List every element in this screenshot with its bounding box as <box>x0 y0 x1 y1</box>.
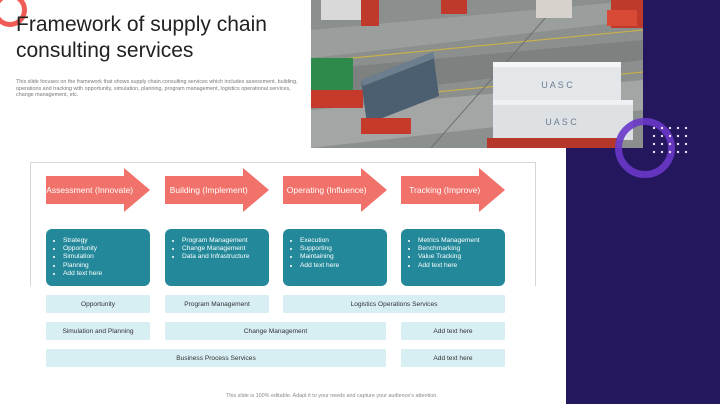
list-item: Add text here <box>418 262 499 270</box>
stage-label: Building (Implement) <box>169 185 248 195</box>
stage-label: Assessment (Innovate) <box>46 185 134 195</box>
list-item: Value Tracking <box>418 253 499 261</box>
stage-arrow-assessment: Assessment (Innovate) <box>46 168 150 212</box>
list-item: Benchmarking <box>418 245 499 253</box>
stage-box-building: Program Management Change Management Dat… <box>165 229 269 286</box>
container-port-photo: U A S C U A S C <box>311 0 643 148</box>
list-item: Execution <box>300 237 381 245</box>
footer-note: This slide is 100% editable. Adapt it to… <box>226 393 438 399</box>
stage-box-operating: Execution Supporting Maintaining Add tex… <box>283 229 387 286</box>
stage-label: Operating (Influence) <box>286 185 367 195</box>
service-program-management: Program Management <box>165 295 269 313</box>
page-title: Framework of supply chain consulting ser… <box>16 13 267 62</box>
service-opportunity: Opportunity <box>46 295 150 313</box>
list-item: Opportunity <box>63 245 144 253</box>
service-logistics-operations: Logistics Operations Services <box>283 295 505 313</box>
stage-arrow-building: Building (Implement) <box>165 168 269 212</box>
service-add-text-2: Add text here <box>401 349 505 367</box>
container-text-2: U A S C <box>545 117 577 127</box>
list-item: Metrics Management <box>418 237 499 245</box>
list-item: Data and Infrastructure <box>182 253 263 261</box>
service-business-process: Business Process Services <box>46 349 386 367</box>
list-item: Add text here <box>63 270 144 278</box>
list-item: Supporting <box>300 245 381 253</box>
stage-box-assessment: Strategy Opportunity Simulation Planning… <box>46 229 150 286</box>
dot-grid-decoration <box>650 124 692 158</box>
stage-box-tracking: Metrics Management Benchmarking Value Tr… <box>401 229 505 286</box>
service-change-management: Change Management <box>165 322 386 340</box>
service-simulation-planning: Simulation and Planning <box>46 322 150 340</box>
list-item: Planning <box>63 262 144 270</box>
list-item: Add text here <box>300 262 381 270</box>
list-item: Program Management <box>182 237 263 245</box>
stage-label: Tracking (Improve) <box>409 185 481 195</box>
list-item: Maintaining <box>300 253 381 261</box>
framework-bracket <box>30 162 536 286</box>
container-text-1: U A S C <box>541 80 573 90</box>
list-item: Change Management <box>182 245 263 253</box>
list-item: Simulation <box>63 253 144 261</box>
list-item: Strategy <box>63 237 144 245</box>
stage-arrow-tracking: Tracking (Improve) <box>401 168 505 212</box>
service-add-text-1: Add text here <box>401 322 505 340</box>
stage-arrow-operating: Operating (Influence) <box>283 168 387 212</box>
red-ring-decoration <box>0 0 27 27</box>
slide-description: This slide focuses on the framework that… <box>16 79 298 99</box>
